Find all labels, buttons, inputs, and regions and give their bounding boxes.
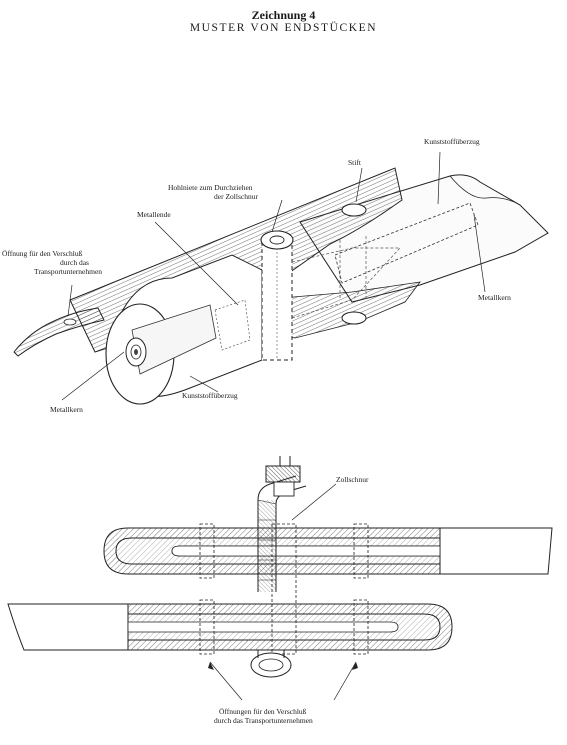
upper-strip-extension [439,527,553,575]
drawing-title: MUSTER VON ENDSTÜCKEN [189,22,378,34]
label-hollow-rivet-2: der Zollschnur [214,192,258,201]
label-opening-2: durch das [60,258,89,267]
curled-end-left [13,307,105,357]
pin-left-lower [199,599,215,655]
label-plastic-coating-bottom: Kunststoffüberzug [182,391,238,400]
label-plastic-coating-top: Kunststoffüberzug [424,137,480,146]
drawing-number: Zeichnung 4 [251,8,316,22]
top-figure: Kunststoffüberzug Stift Hohlniete zum Du… [2,137,549,414]
lower-strip-extension [7,603,129,651]
label-metal-core-right: Metallkern [478,293,511,302]
label-customs-cord: Zollschnur [336,475,369,484]
seal-block [265,465,301,483]
label-openings-1: Öffnungen für den Verschluß [219,707,307,716]
label-opening-3: Transportunternehmen [34,267,102,276]
label-metal-end: Metallende [137,210,171,219]
label-opening-1: Öffnung für den Verschluß [2,249,83,258]
pin-stift [341,203,367,217]
pin-right-upper [353,523,369,579]
bottom-figure: Zollschnur Öffnungen für den Verschluß d… [7,456,553,725]
label-metal-core-left: Metallkern [50,405,83,414]
label-pin: Stift [348,158,362,167]
label-hollow-rivet-1: Hohlniete zum Durchziehen [168,183,253,192]
metal-core-right [334,202,479,284]
label-openings-2: durch das Transportunternehmen [214,716,313,725]
pin-left-upper [199,523,215,579]
pin-right-lower [353,599,369,655]
